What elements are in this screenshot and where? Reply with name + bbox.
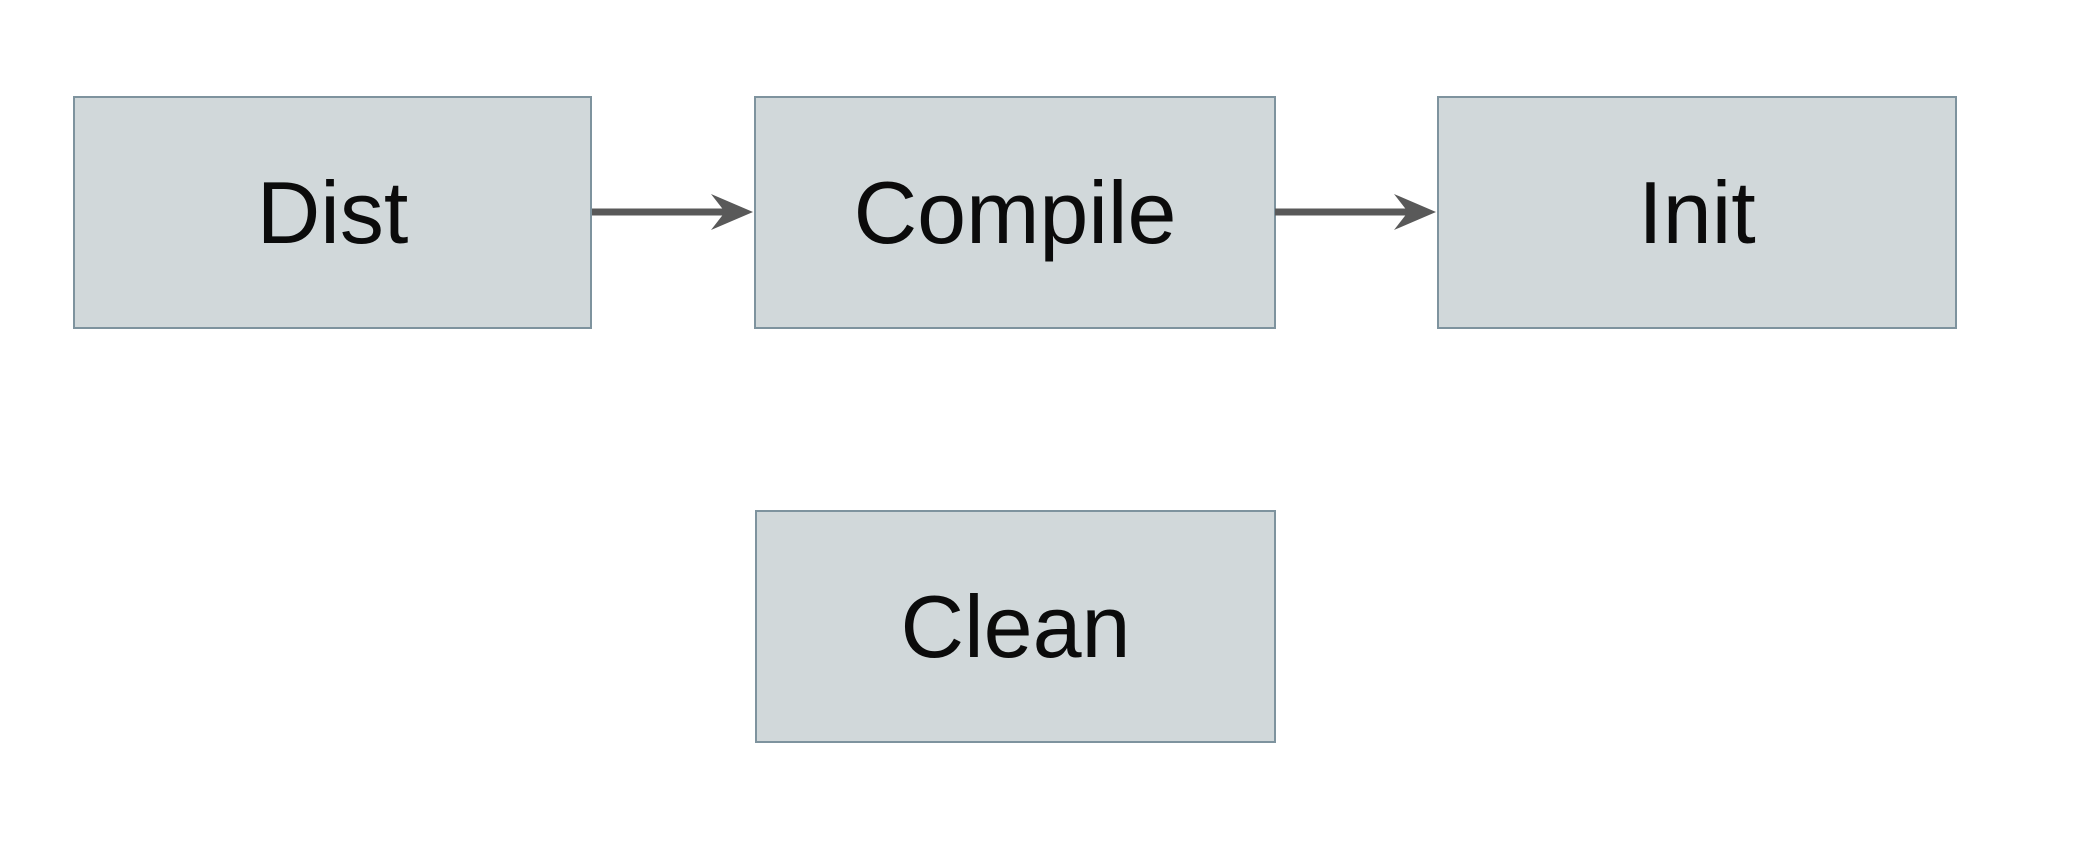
arrow-compile-to-init-icon bbox=[1275, 194, 1436, 230]
node-dist: Dist bbox=[73, 96, 592, 329]
node-clean-label: Clean bbox=[900, 576, 1131, 676]
node-dist-label: Dist bbox=[256, 162, 409, 262]
node-compile-label: Compile bbox=[853, 162, 1177, 262]
node-compile: Compile bbox=[754, 96, 1276, 329]
node-init: Init bbox=[1437, 96, 1957, 329]
node-clean: Clean bbox=[755, 510, 1276, 743]
arrow-dist-to-compile-icon bbox=[592, 194, 753, 230]
node-init-label: Init bbox=[1638, 162, 1756, 262]
